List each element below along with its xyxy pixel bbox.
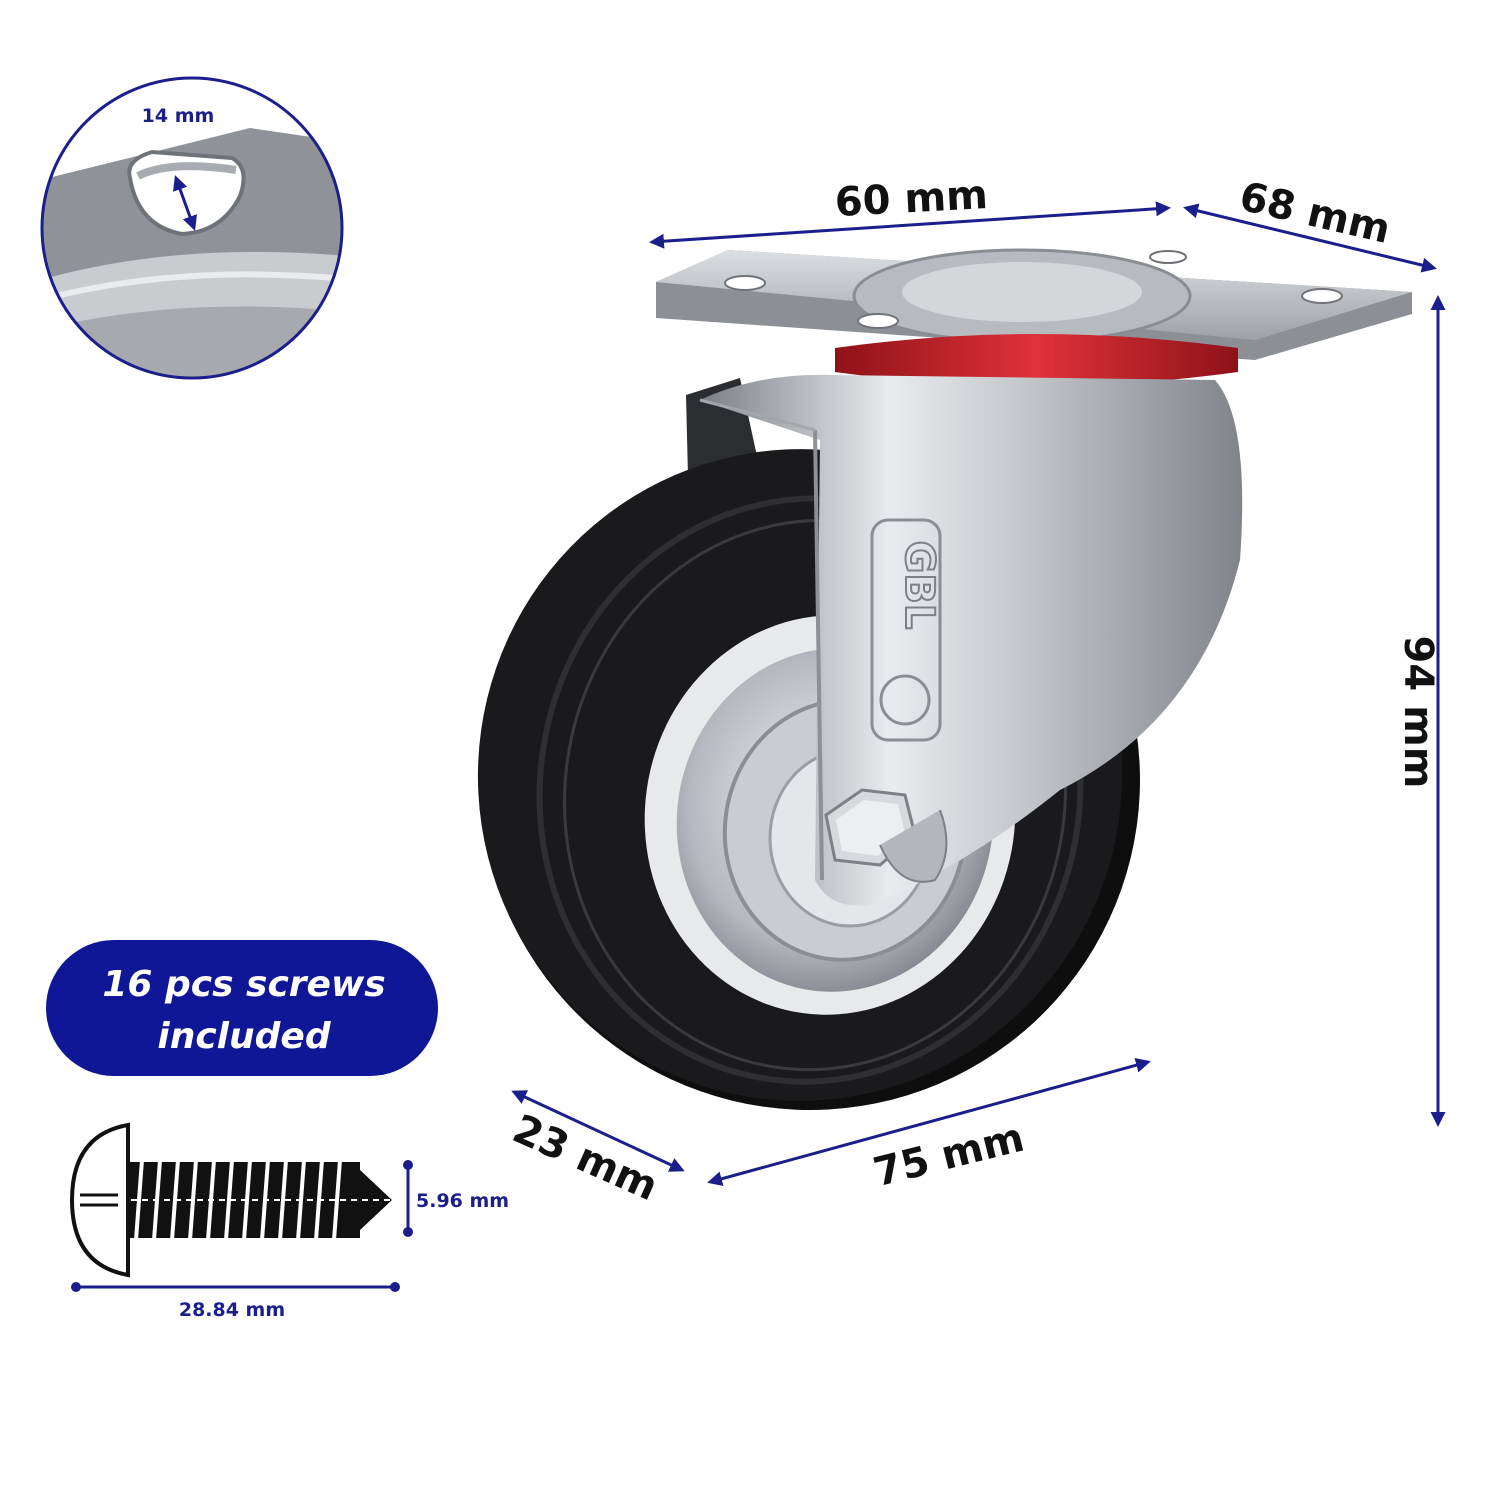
screw-diameter-label: 5.96 mm (416, 1190, 509, 1212)
wheel-diameter-label: 75 mm (869, 1115, 1029, 1197)
top-plate (656, 248, 1412, 360)
badge-line-1: 16 pcs screws (102, 964, 385, 1005)
screws-included-badge: 16 pcs screws included (46, 940, 438, 1076)
wheel-diameter-arrow (707, 1057, 1151, 1187)
screw-head (69, 1122, 130, 1278)
badge-line-2: included (157, 1016, 331, 1057)
screw-illustration: 5.96 mm 28.84 mm (69, 1122, 509, 1321)
fork (700, 374, 1243, 906)
height-label: 94 mm (1395, 636, 1441, 789)
plate-depth-arrow (1183, 203, 1437, 273)
plate-width-label: 60 mm (834, 172, 989, 226)
hole-diameter-label: 14 mm (142, 105, 215, 127)
plate-depth-label: 68 mm (1235, 174, 1394, 253)
brand-text: GBL (896, 541, 942, 630)
wheel-width-label: 23 mm (506, 1106, 664, 1210)
axle-bolt (824, 788, 948, 883)
swivel-ring (835, 334, 1238, 386)
screw-length-label: 28.84 mm (179, 1299, 285, 1321)
dimension-arrows (511, 201, 1446, 1187)
brand-emboss: GBL (870, 518, 943, 742)
plate-width-arrow (649, 201, 1171, 249)
wheel-width-arrow (511, 1090, 685, 1172)
mounting-hole-detail: 14 mm (40, 76, 344, 380)
swivel-caster: GBL (477, 248, 1412, 1110)
